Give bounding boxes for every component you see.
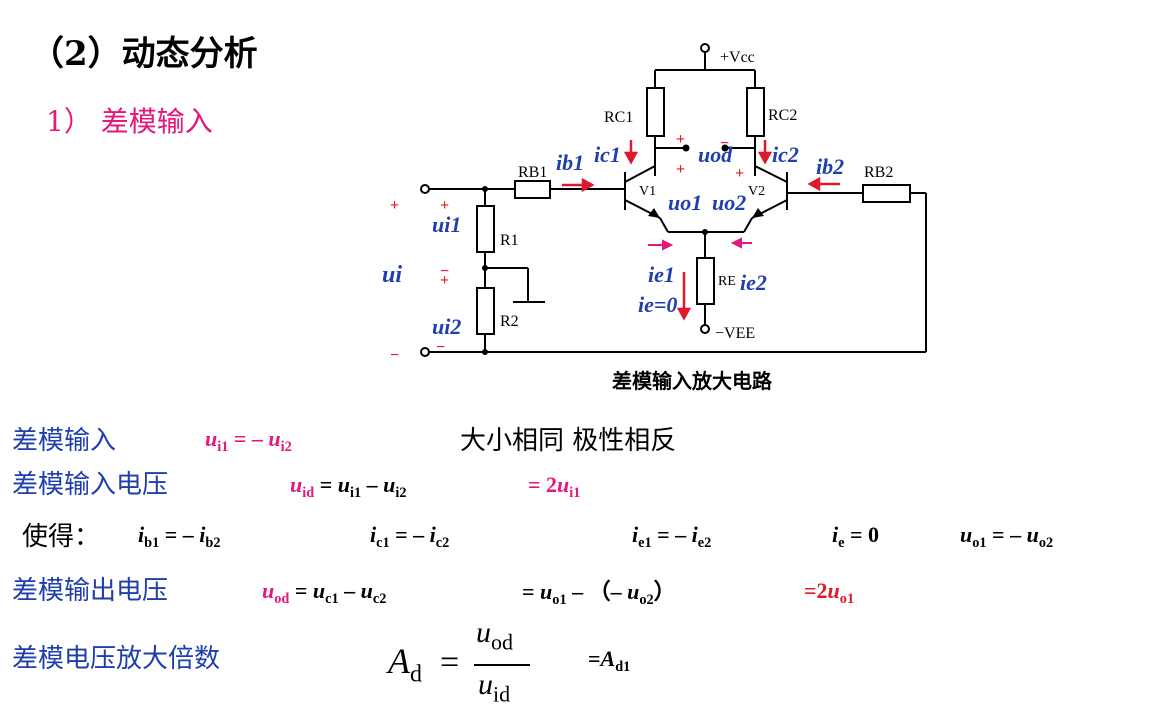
ic-relation: ic1 = – ic2 (370, 522, 450, 551)
v1-label: V1 (639, 184, 656, 199)
gain-equals-ad1: =Ad1 (588, 646, 631, 675)
ib1-label: ib1 (556, 150, 584, 175)
uo1-label: uo1 (668, 190, 702, 215)
ic2-label: ic2 (772, 142, 799, 167)
ie-relation: ie1 = – ie2 (632, 522, 712, 551)
r2-label: R2 (500, 313, 519, 330)
svg-text:+: + (390, 197, 399, 214)
diff-voltage-result: = 2ui1 (528, 472, 581, 501)
ic1-label: ic1 (594, 142, 621, 167)
vcc-label: +Vcc (720, 49, 755, 66)
differential-circuit-diagram: +Vcc RC1 RC2 RB1 RB2 R1 R2 RE V1 V2 −VEE… (382, 43, 927, 393)
ie-zero-label: ie=0 (638, 292, 677, 317)
svg-text:−: − (720, 135, 729, 152)
ie2-label: ie2 (740, 270, 767, 295)
svg-text:−: − (390, 347, 399, 364)
svg-text:+: + (440, 272, 449, 289)
rc1-label: RC1 (604, 109, 633, 126)
diff-input-equation: ui1 = – ui2 (205, 426, 292, 455)
ie-zero-relation: ie = 0 (832, 522, 880, 551)
r2-resistor (476, 287, 495, 335)
svg-text:−: − (436, 339, 445, 356)
ui1-label: ui1 (432, 212, 461, 237)
diff-voltage-label: 差模输入电压 (12, 470, 169, 500)
ib2-label: ib2 (816, 154, 844, 179)
ui2-label: ui2 (432, 314, 461, 339)
diff-voltage-equation: uid = ui1 – ui2 (290, 472, 407, 501)
diff-input-label: 差模输入 (12, 426, 117, 456)
rc2-label: RC2 (768, 107, 797, 124)
circuit-caption: 差模输入放大电路 (612, 369, 773, 393)
rc2-resistor (746, 87, 765, 137)
rc1-resistor (646, 87, 665, 137)
page-title: （2）动态分析 (30, 34, 258, 74)
re-resistor (696, 257, 715, 305)
rb2-label: RB2 (864, 164, 893, 181)
gain-label: 差模电压放大倍数 (12, 644, 221, 674)
uo-relation: uo1 = – uo2 (960, 522, 1054, 551)
re-label: RE (718, 274, 736, 289)
svg-text:+: + (676, 131, 685, 148)
r1-label: R1 (500, 232, 519, 249)
diff-input-description: 大小相同 极性相反 (460, 426, 677, 456)
ie1-label: ie1 (648, 262, 675, 287)
v2-label: V2 (748, 184, 765, 199)
make-label: 使得： (22, 522, 101, 552)
svg-text:−: − (440, 263, 449, 280)
diff-output-expansion: = uo1 – （– uo2） (522, 579, 676, 608)
vee-label: −VEE (715, 325, 755, 342)
diff-output-result: =2uo1 (804, 578, 855, 607)
rb2-resistor (862, 184, 911, 203)
diff-output-label: 差模输出电压 (12, 576, 169, 606)
rb1-resistor (514, 180, 551, 199)
ui-label: ui (382, 262, 402, 288)
rb1-label: RB1 (518, 164, 547, 181)
svg-text:+: + (735, 165, 744, 182)
section-subtitle: 1） 差模输入 (46, 105, 213, 138)
ib-relation: ib1 = – ib2 (138, 522, 221, 551)
uo2-label: uo2 (712, 190, 746, 215)
r1-resistor (476, 205, 495, 253)
diff-output-equation: uod = uc1 – uc2 (262, 578, 387, 607)
uod-label: uod (698, 142, 733, 167)
svg-text:+: + (676, 161, 685, 178)
svg-text:+: + (440, 197, 449, 214)
circuit-wires (420, 43, 927, 357)
